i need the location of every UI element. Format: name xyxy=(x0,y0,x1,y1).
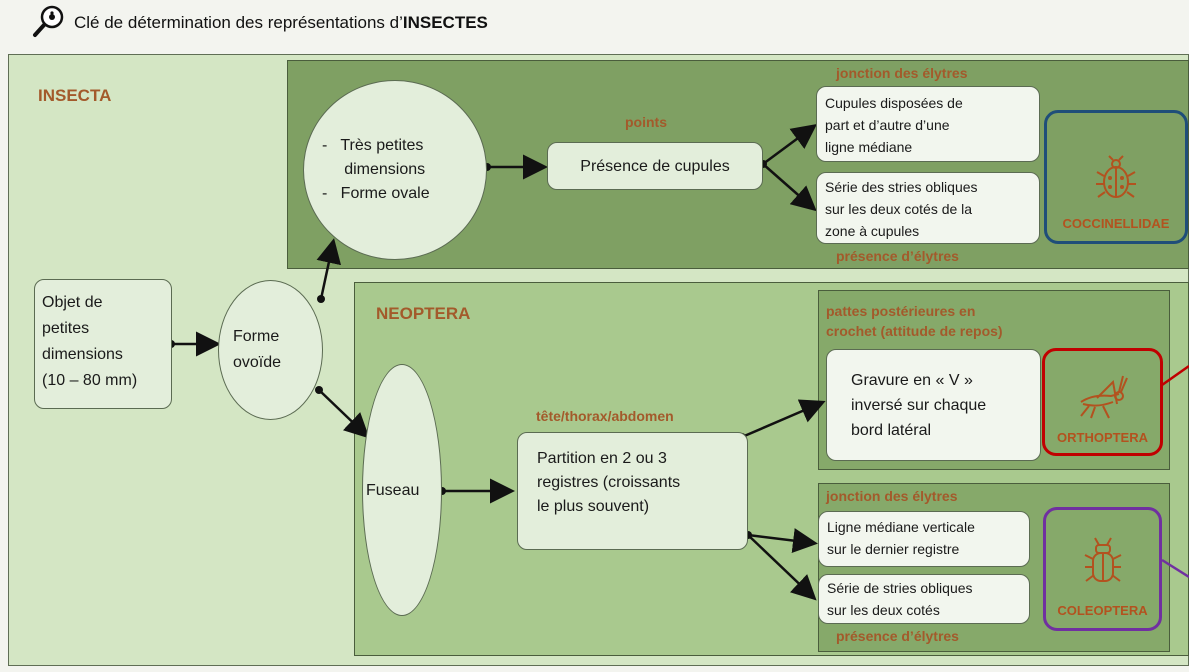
jonction-elytres-label-2: jonction des élytres xyxy=(826,488,958,504)
fuseau-node: Fuseau xyxy=(362,364,442,616)
partition-node: Partition en 2 ou 3 registres (croissant… xyxy=(517,432,748,550)
neoptera-title: NEOPTERA xyxy=(376,304,471,323)
beetle-icon xyxy=(1084,537,1121,582)
start-node: Objet de petites dimensions (10 – 80 mm) xyxy=(34,279,172,409)
grasshopper-icon xyxy=(1079,375,1128,419)
small-oval-node: - Très petites dimensions - Forme ovale xyxy=(303,80,487,260)
taxon-coccinellidae: COCCINELLIDAE xyxy=(1044,110,1188,244)
tete-thorax-abdomen-label: tête/thorax/abdomen xyxy=(536,408,674,424)
ladybug-icon xyxy=(1096,155,1136,198)
header: Clé de détermination des représentations… xyxy=(33,5,488,38)
magnifier-icon xyxy=(33,5,64,37)
ovoid-node: Forme ovoïde xyxy=(218,280,323,420)
insecta-title: INSECTA xyxy=(38,86,112,105)
page-title: Clé de détermination des représentations… xyxy=(74,13,488,32)
taxon-orthoptera: ORTHOPTERA xyxy=(1042,348,1163,456)
ligne-mediane-node: Ligne médiane verticale sur le dernier r… xyxy=(818,511,1030,567)
gravure-node: Gravure en « V » inversé sur chaque bord… xyxy=(826,349,1041,461)
oblique-cupules-node: Série des stries obliques sur les deux c… xyxy=(816,172,1040,244)
taxon-coleoptera: COLEOPTERA xyxy=(1043,507,1162,631)
jonction-elytres-label-1: jonction des élytres xyxy=(836,65,968,81)
presence-elytres-label-2: présence d’élytres xyxy=(836,628,959,644)
points-label: points xyxy=(625,114,667,130)
presence-elytres-label-1: présence d’élytres xyxy=(836,248,959,264)
cupules-median-node: Cupules disposées de part et d’autre d’u… xyxy=(816,86,1040,162)
stries-node: Série de stries obliques sur les deux co… xyxy=(818,574,1030,624)
cupules-node: Présence de cupules xyxy=(547,142,763,190)
pattes-label: pattes postérieures en crochet (attitude… xyxy=(826,303,1003,339)
